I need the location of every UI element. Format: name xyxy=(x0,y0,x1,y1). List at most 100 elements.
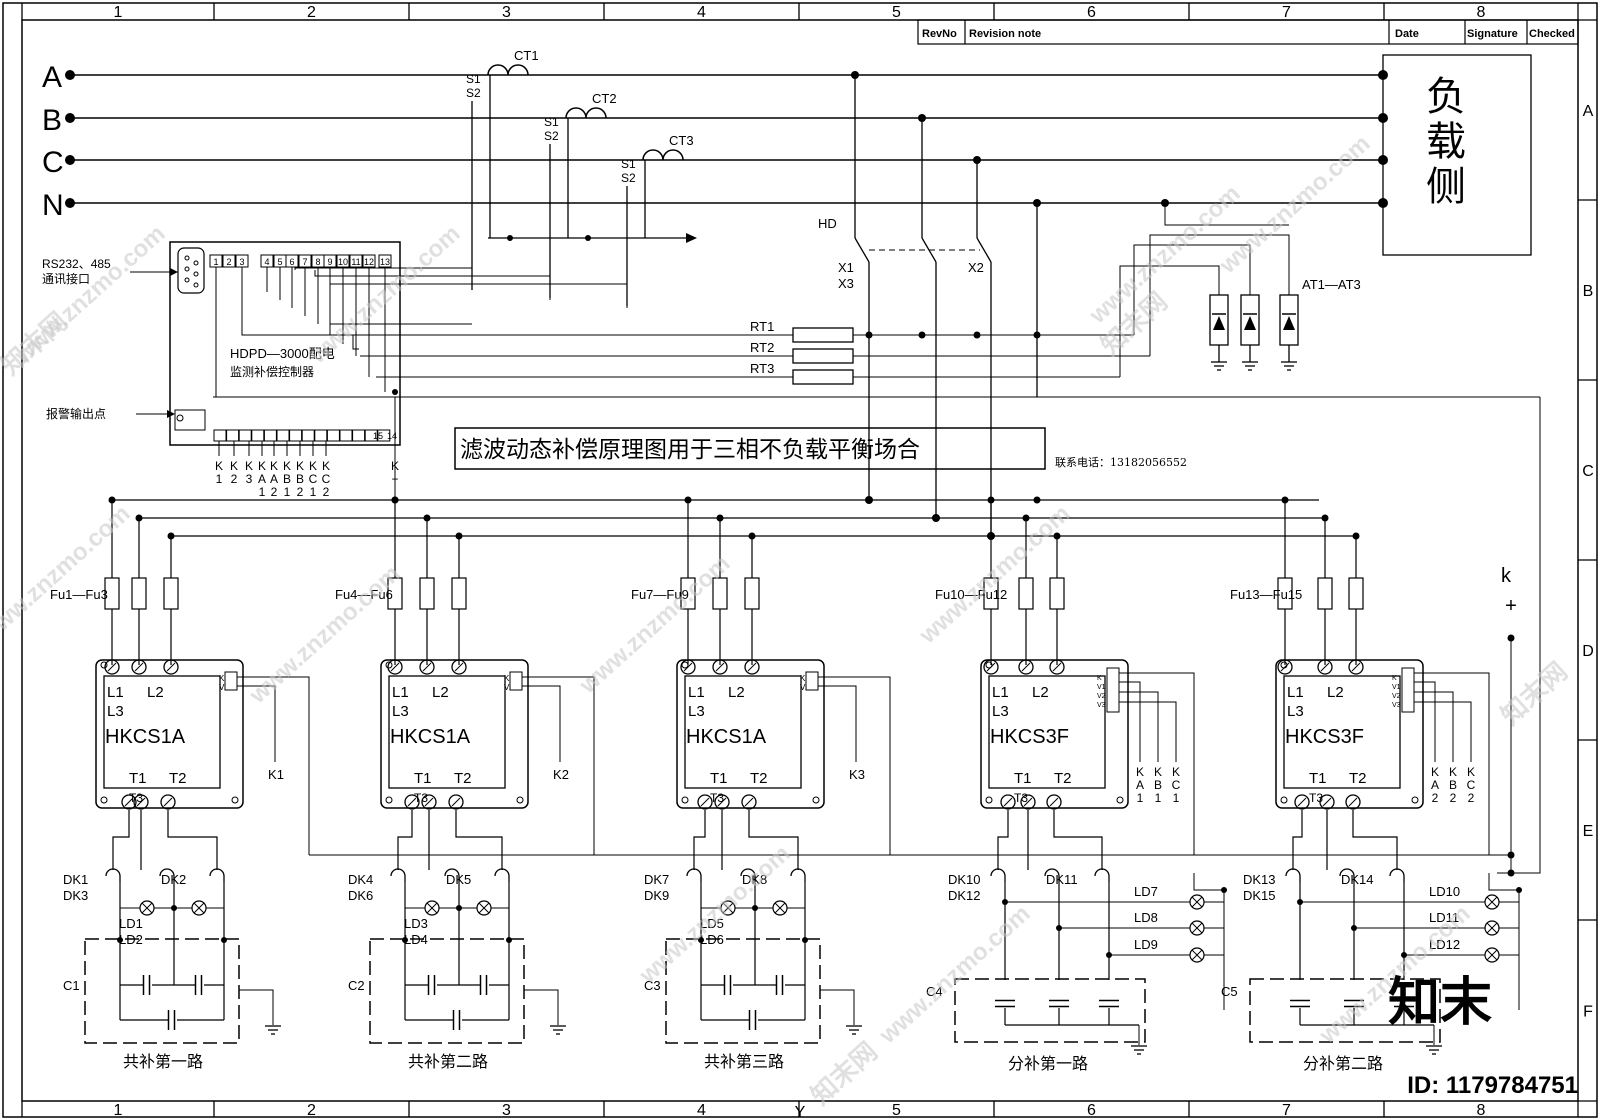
ct-label: CT3 xyxy=(669,133,694,148)
controller-output-label: A xyxy=(258,472,266,486)
junction-dot xyxy=(865,331,873,339)
neutral-wire xyxy=(1164,203,1289,226)
module-output-label: K2 xyxy=(553,767,569,782)
reactor-coil xyxy=(159,868,175,877)
module-screw xyxy=(1116,796,1124,804)
indicator-lamp-cross xyxy=(1486,896,1498,908)
fuse-body xyxy=(419,577,435,610)
module-screw xyxy=(385,661,393,669)
terminal-screw xyxy=(1348,659,1364,675)
control-connector xyxy=(509,671,523,691)
reactor-coil xyxy=(686,868,702,877)
ct-signal-wire xyxy=(314,270,551,300)
arrester-wire xyxy=(1133,244,1251,335)
module-model: HKCS1A xyxy=(390,726,471,748)
reactor-coil xyxy=(209,868,225,877)
capacitor-bank-frame xyxy=(954,978,1146,1043)
controller-terminal xyxy=(213,429,227,442)
bank-caption: 共补第三路 xyxy=(704,1052,784,1071)
terminal-number: 7 xyxy=(302,257,307,267)
ct-s2-label: S2 xyxy=(621,171,636,185)
alarm-contact xyxy=(176,414,184,422)
grid-column-label: 5 xyxy=(892,4,901,21)
module-l2-label: L2 xyxy=(728,684,745,701)
controller-output-label: K xyxy=(322,459,330,473)
module-output-label: B xyxy=(1154,778,1162,792)
lamp-label: LD10 xyxy=(1429,884,1460,899)
terminal-screw xyxy=(448,794,464,810)
terminal-number: 5 xyxy=(277,257,282,267)
junction-dot xyxy=(171,905,177,911)
module-screw xyxy=(681,661,689,669)
fuse-label: Fu7—Fu9 xyxy=(631,587,689,602)
controller-terminal xyxy=(339,429,353,442)
control-wire xyxy=(1119,681,1141,762)
junction-dot xyxy=(506,937,512,943)
lamp-return-wire xyxy=(1488,873,1519,891)
bus-terminal xyxy=(65,70,75,80)
capacitor-bank-frame xyxy=(665,938,821,1044)
ctrl-label: K xyxy=(1392,675,1397,682)
fuse-body xyxy=(1348,577,1364,610)
terminal-screw xyxy=(1018,659,1034,675)
fuse-label: Fu10—Fu12 xyxy=(935,587,1007,602)
ct-s1-label: S1 xyxy=(621,157,636,171)
controller-output-label: 1 xyxy=(259,485,266,499)
reactor-label: DK1 xyxy=(63,872,88,887)
module-t1-label: T1 xyxy=(1014,770,1032,787)
terminal-number: 12 xyxy=(364,257,374,267)
terminal-number: 6 xyxy=(289,257,294,267)
terminal-slash xyxy=(1320,662,1330,672)
watermark-text: www.znzmo.com xyxy=(574,550,736,700)
module-model: HKCS3F xyxy=(1285,726,1364,748)
reactor-coil xyxy=(1389,868,1405,877)
grid-row-label: F xyxy=(1583,1004,1593,1021)
junction-dot xyxy=(167,532,175,540)
terminal-number: 3 xyxy=(239,257,244,267)
terminal-screw xyxy=(1345,794,1361,810)
controller-output-label: 1 xyxy=(310,485,317,499)
reactor-label: DK9 xyxy=(644,888,669,903)
ground-wire xyxy=(820,989,855,1025)
terminal-slash xyxy=(454,662,464,672)
module-output-label: 2 xyxy=(1468,791,1475,805)
resistor-body xyxy=(792,348,854,364)
watermark-text: www.znzmo.com xyxy=(914,500,1076,650)
junction-dot xyxy=(973,156,981,164)
reactor-coil xyxy=(390,868,406,877)
arrow-head xyxy=(167,410,175,418)
reactor-wire xyxy=(397,810,413,870)
terminal-number: 1 xyxy=(213,257,218,267)
grid-row-label: A xyxy=(1583,103,1594,120)
module-l3-label: L3 xyxy=(107,703,124,720)
controller-terminal xyxy=(364,429,378,442)
junction-dot xyxy=(1507,851,1515,859)
terminal-slash xyxy=(390,662,400,672)
watermark-brand: 知末网 xyxy=(1495,656,1573,730)
module-l2-label: L2 xyxy=(432,684,449,701)
reactor-label: DK6 xyxy=(348,888,373,903)
bank-caption: 分补第一路 xyxy=(1008,1054,1088,1073)
terminal-number: 4 xyxy=(264,257,269,267)
terminal-screw xyxy=(983,659,999,675)
module-t3-label: T3 xyxy=(1014,791,1028,805)
module-output-label: B xyxy=(1449,778,1457,792)
fuse-body xyxy=(1018,577,1034,610)
revision-note-header: Revision note xyxy=(969,28,1041,40)
module-output-label: K3 xyxy=(849,767,865,782)
controller-output-label: B xyxy=(283,472,291,486)
indicator-lamp-cross xyxy=(1191,949,1203,961)
indicator-lamp-cross xyxy=(722,902,734,914)
module-l2-label: L2 xyxy=(1032,684,1049,701)
comm-pin xyxy=(193,271,199,277)
module-model: HKCS1A xyxy=(105,726,186,748)
grid-row-label: E xyxy=(1583,823,1594,840)
junction-dot xyxy=(1516,887,1522,893)
neutral-return-wire xyxy=(1497,397,1541,874)
reactor-label: DK13 xyxy=(1243,872,1276,887)
reactor-label: DK4 xyxy=(348,872,373,887)
module-t3-label: T3 xyxy=(414,791,428,805)
